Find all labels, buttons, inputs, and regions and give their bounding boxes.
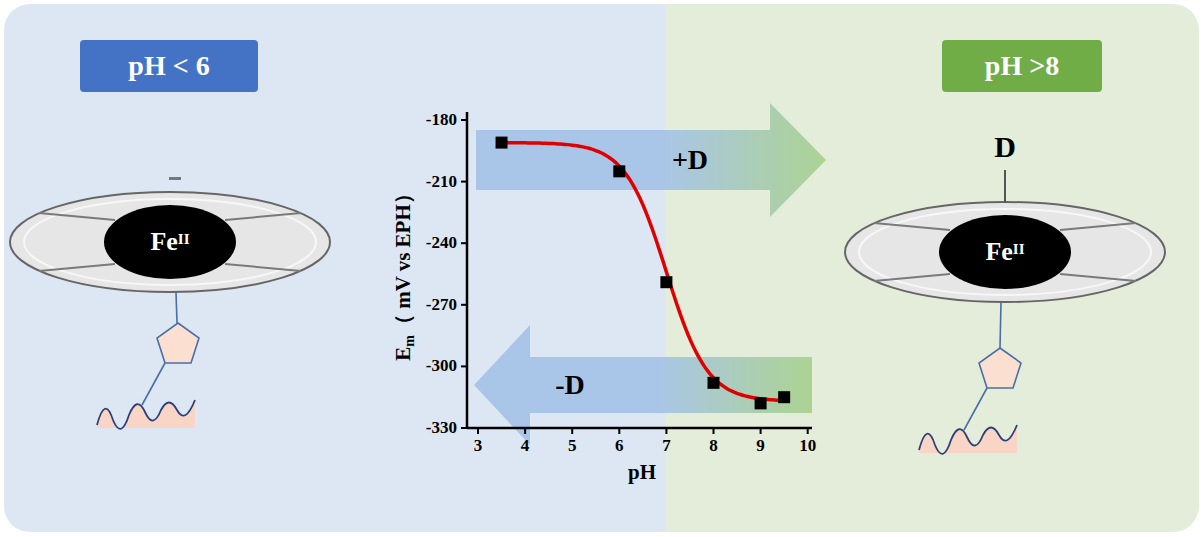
binding-arrow: +D [476,103,826,217]
x-axis-title: pH [628,460,656,485]
heme-right [845,170,1165,454]
element-symbol: Fe [985,237,1012,266]
oxidation-state: II [1013,241,1025,257]
iron-center: FeII [938,214,1072,290]
y-tick-label: -300 [426,356,457,376]
tag-text: pH >8 [985,50,1059,82]
condition-tag: pH >8 [942,40,1102,92]
release-arrow: -D [474,325,812,445]
y-tick-label: -180 [426,110,457,130]
x-tick-label: 10 [799,436,816,456]
axis-title-part: （ mV vs EPH） [391,183,415,335]
axis-subscript: m [403,335,418,347]
arrow-label: -D [555,369,585,400]
tag-text: pH < 6 [128,50,209,82]
x-tick-label: 7 [662,436,671,456]
y-tick-label: -270 [426,295,457,315]
x-tick-label: 8 [709,436,718,456]
arrow-shape [476,103,826,217]
oxidation-state: II [178,231,190,247]
arrow-label: +D [672,144,708,175]
condition-tag: pH < 6 [80,40,258,92]
y-axis-title: Em（ mV vs EPH） [389,183,418,361]
axis-title-part: E [391,347,415,361]
iron-center: FeII [103,204,237,280]
x-tick-label: 9 [756,436,765,456]
ligand-label: D [994,130,1016,164]
x-tick-label: 3 [474,436,483,456]
y-tick-label: -210 [426,172,457,192]
y-tick-label: -330 [426,418,457,438]
y-tick-label: -240 [426,233,457,253]
background-panels [4,4,1199,532]
heme-left [10,177,330,429]
x-tick-label: 4 [521,436,530,456]
x-tick-label: 6 [615,436,624,456]
data-point [660,276,672,288]
x-tick-label: 5 [568,436,577,456]
element-symbol: Fe [150,227,177,256]
arrow-shape [474,325,812,445]
